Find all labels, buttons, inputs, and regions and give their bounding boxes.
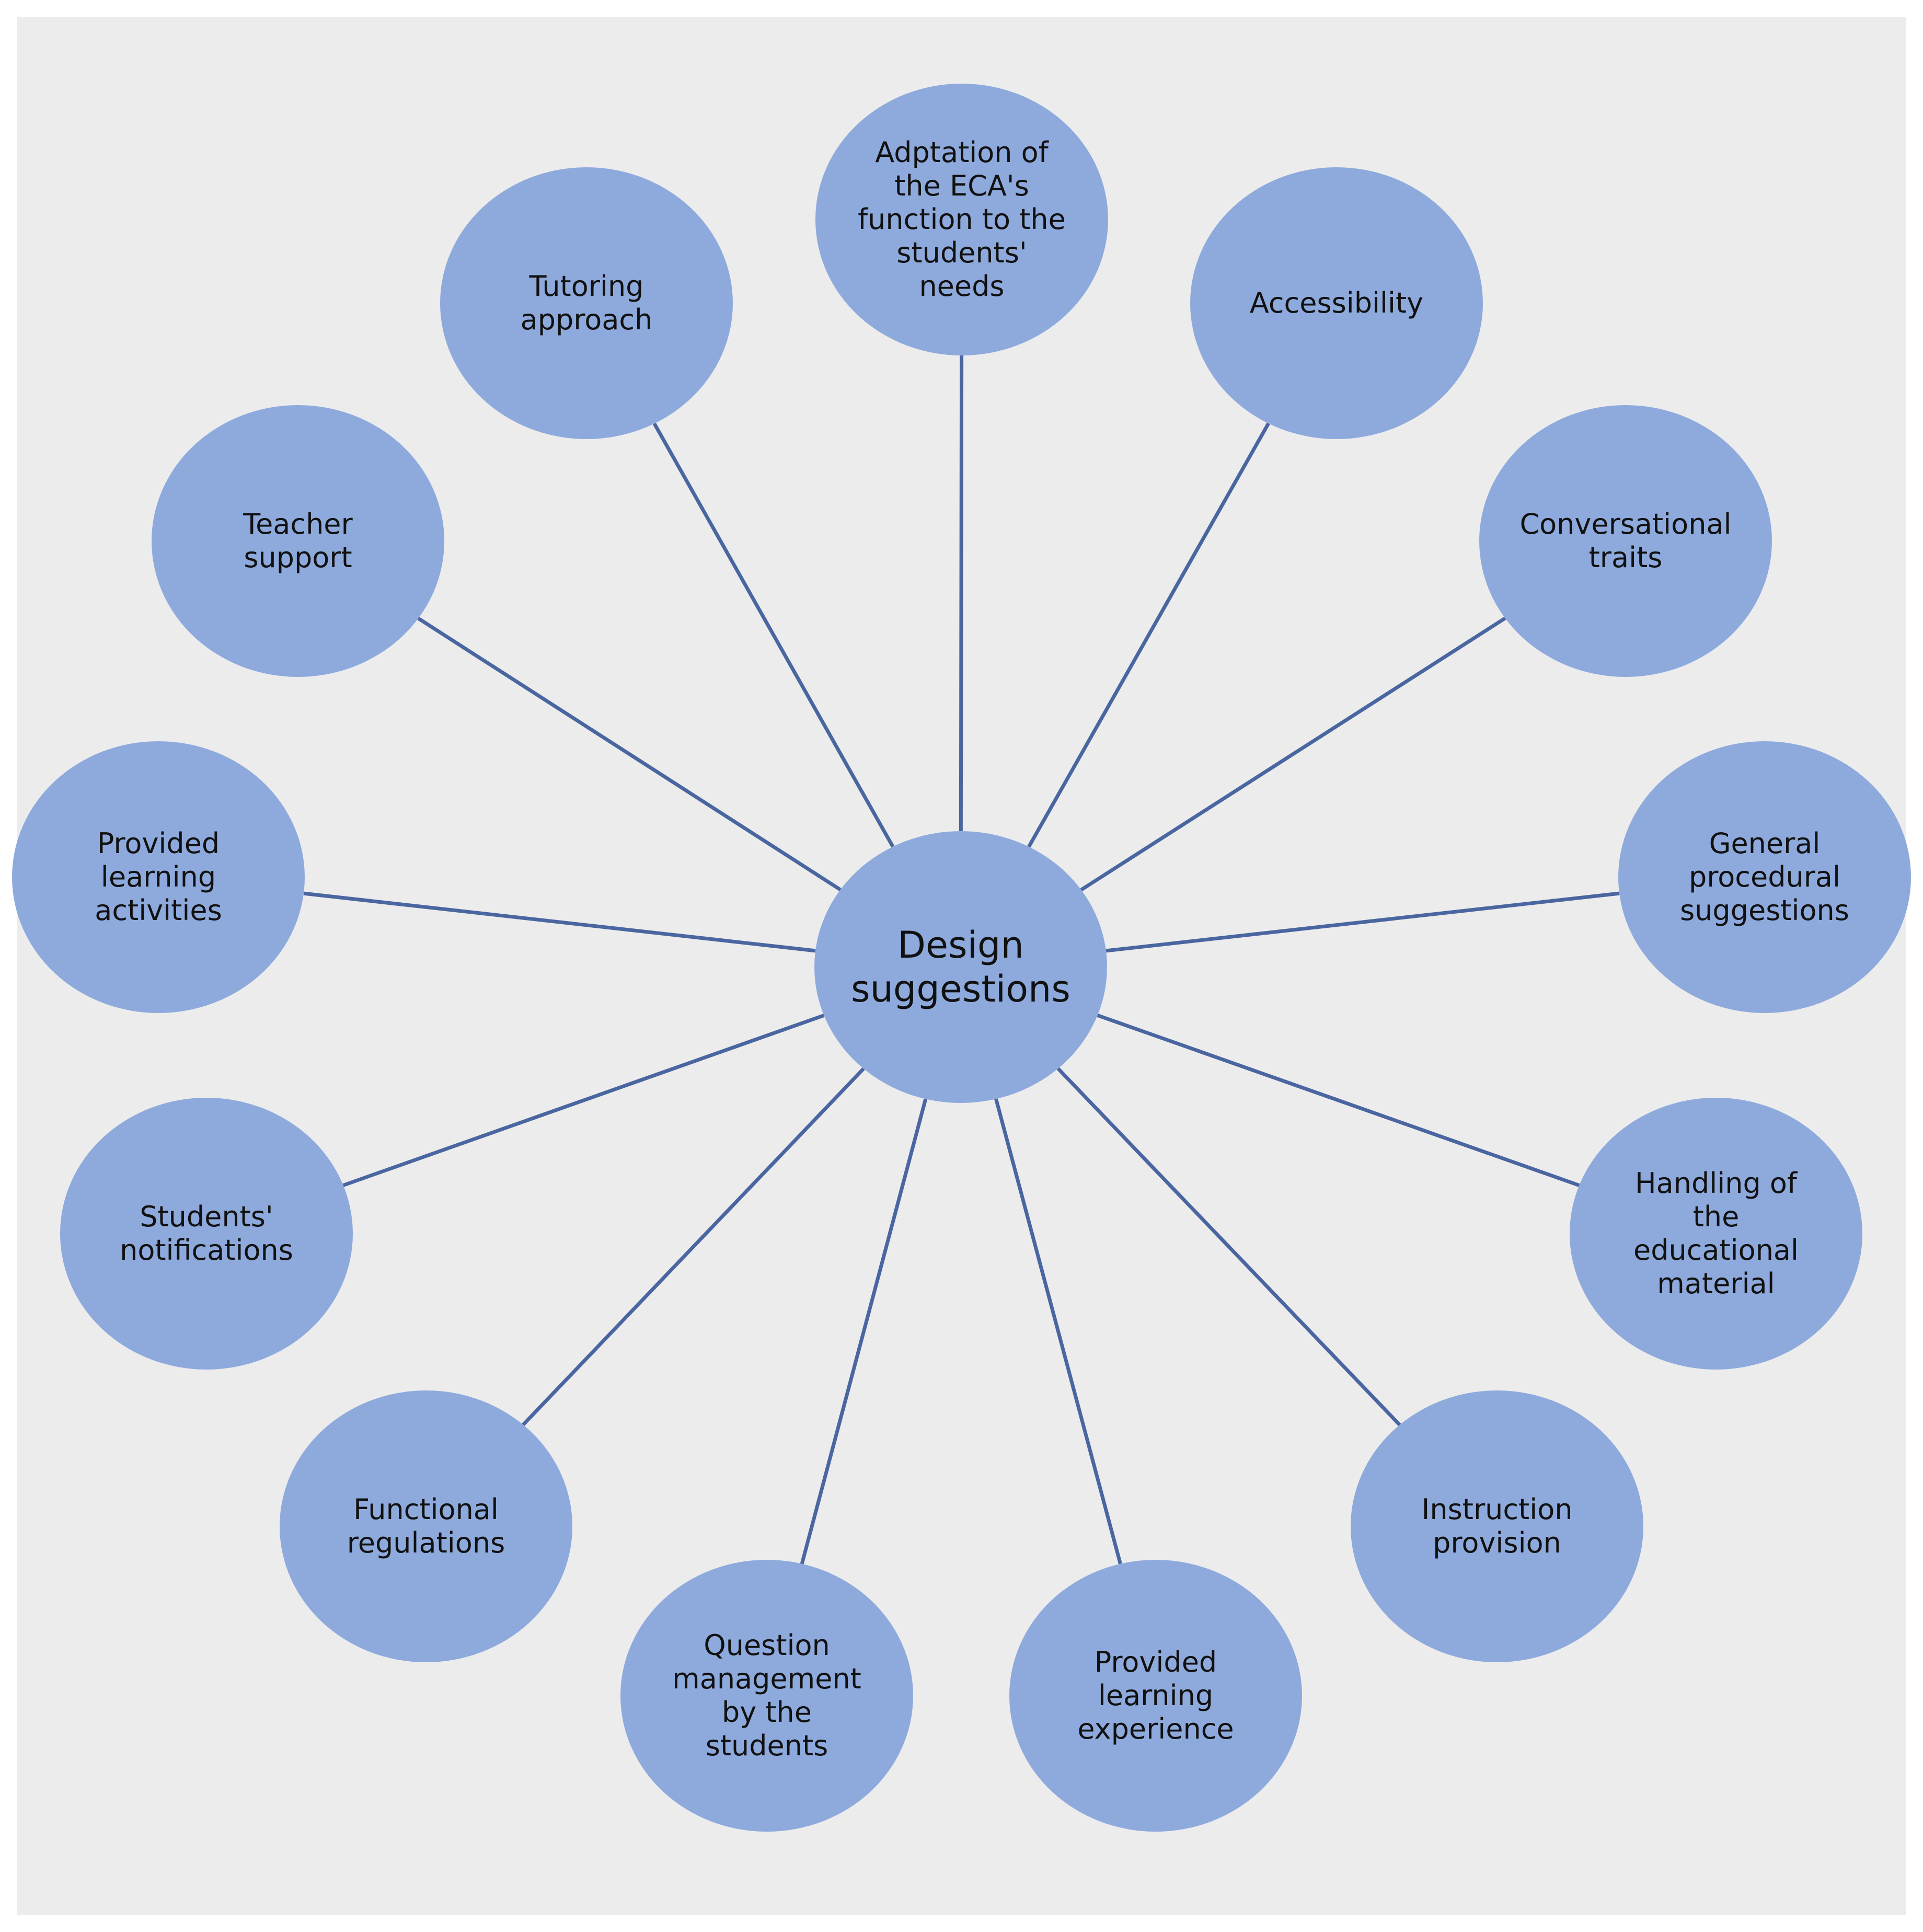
node-label-line: approach <box>521 303 653 336</box>
node-label-line: the ECA's <box>894 169 1029 202</box>
node-label-line: Instruction <box>1421 1493 1572 1526</box>
node-ellipse-learning-activities <box>12 741 305 1013</box>
connector-line-learning-activities <box>303 891 816 953</box>
node-ellipse-learning-experience <box>1009 1560 1302 1832</box>
node-label-line: Tutoring <box>529 270 644 303</box>
center-label-line: Design <box>897 924 1024 967</box>
connector-line-general-procedural <box>1106 891 1620 953</box>
node-ellipse-tutoring-approach <box>440 167 733 439</box>
connector-line-learning-experience <box>994 1098 1122 1565</box>
node-ellipse-accessibility <box>1190 167 1483 439</box>
node-label-line: Question <box>704 1629 830 1662</box>
node-label-line: General <box>1709 827 1821 860</box>
node-ellipse-functional-regulations <box>280 1390 572 1662</box>
node-label-line: regulations <box>347 1526 505 1559</box>
node-label-line: management <box>672 1662 861 1695</box>
connector-line-tutoring-approach <box>652 422 895 848</box>
node-ellipse-teacher-support <box>152 405 444 677</box>
node-label-line: learning <box>1098 1679 1213 1712</box>
node-label-line: traits <box>1589 541 1663 574</box>
node-label-line: Adptation of <box>875 136 1049 169</box>
node-label-line: function to the <box>858 203 1066 236</box>
node-label-line: Conversational <box>1519 508 1731 540</box>
node-ellipse-general-procedural <box>1618 741 1911 1013</box>
node-label-line: suggestions <box>1680 894 1849 927</box>
center-label-line: suggestions <box>851 968 1070 1010</box>
node-label-line: needs <box>919 270 1004 303</box>
node-label-line: Students' <box>140 1200 273 1233</box>
node-accessibility: Accessibility <box>1190 167 1483 439</box>
node-label-line: Teacher <box>243 508 353 540</box>
node-label-line: provision <box>1433 1526 1561 1559</box>
node-label-line: support <box>244 541 352 574</box>
connector-line-students-notifications <box>342 1014 825 1187</box>
node-ellipse-handling-material <box>1570 1098 1862 1370</box>
node-label-line: material <box>1657 1267 1775 1300</box>
node-label-line: Accessibility <box>1250 286 1423 319</box>
node-label-line: by the <box>722 1696 812 1729</box>
node-label-line: Provided <box>1095 1646 1217 1678</box>
node-label-line: experience <box>1077 1712 1234 1745</box>
connector-line-accessibility <box>1027 422 1270 848</box>
node-label-line: students' <box>896 236 1027 269</box>
node-label-line: Provided <box>97 827 220 860</box>
connector-line-functional-regulations <box>522 1067 865 1426</box>
node-label-line: the <box>1693 1200 1740 1233</box>
node-label-line: notifications <box>120 1234 293 1267</box>
node-label-line: Functional <box>353 1493 499 1526</box>
node-label-line: Handling of <box>1635 1167 1798 1200</box>
node-label-line: learning <box>101 860 216 893</box>
node-label-line: students <box>706 1729 828 1762</box>
node-label-accessibility: Accessibility <box>1250 286 1423 319</box>
node-label-line: educational <box>1633 1234 1799 1267</box>
center-ellipse <box>814 831 1107 1103</box>
connector-line-instruction-provision <box>1056 1067 1401 1427</box>
connector-line-conversational-traits <box>1080 616 1506 892</box>
connector-line-handling-material <box>1097 1014 1580 1187</box>
node-label-line: procedural <box>1689 860 1840 893</box>
node-ellipse-conversational-traits <box>1479 405 1772 677</box>
node-ellipse-students-notifications <box>60 1098 353 1370</box>
node-ellipse-question-management <box>620 1560 913 1832</box>
node-label-line: activities <box>95 894 222 927</box>
node-ellipse-instruction-provision <box>1351 1390 1643 1662</box>
connector-line-teacher-support <box>417 617 842 891</box>
connector-lines <box>303 355 1620 1565</box>
connector-line-question-management <box>800 1098 928 1565</box>
node-label-students-notifications: Students'notifications <box>120 1200 293 1267</box>
node-ellipse-adaptation <box>815 84 1108 355</box>
node-students-notifications: Students'notifications <box>60 1098 353 1370</box>
